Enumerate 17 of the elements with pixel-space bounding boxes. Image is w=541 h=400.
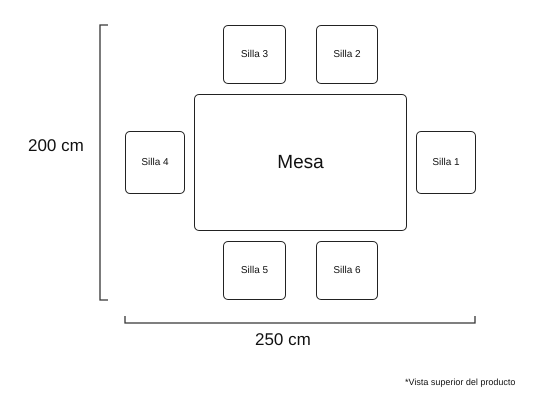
footnote: *Vista superior del producto [405,377,516,387]
chair-box [416,131,476,194]
chair-box [316,241,378,300]
chair-box [223,25,286,84]
chair-label: Silla 1 [432,157,460,168]
dimension-label: 200 cm [28,136,84,156]
chair-label: Silla 3 [240,49,268,60]
table-label: Mesa [277,152,324,174]
chair-label: Silla 5 [240,265,268,276]
chair-box [125,131,185,194]
dimension-label: 250 cm [255,330,311,350]
chair-label: Silla 2 [333,49,361,60]
chair-box [316,25,378,84]
chair-box [223,241,286,300]
chair-label: Silla 4 [141,157,169,168]
table-box [194,94,407,231]
chair-label: Silla 6 [333,265,361,276]
